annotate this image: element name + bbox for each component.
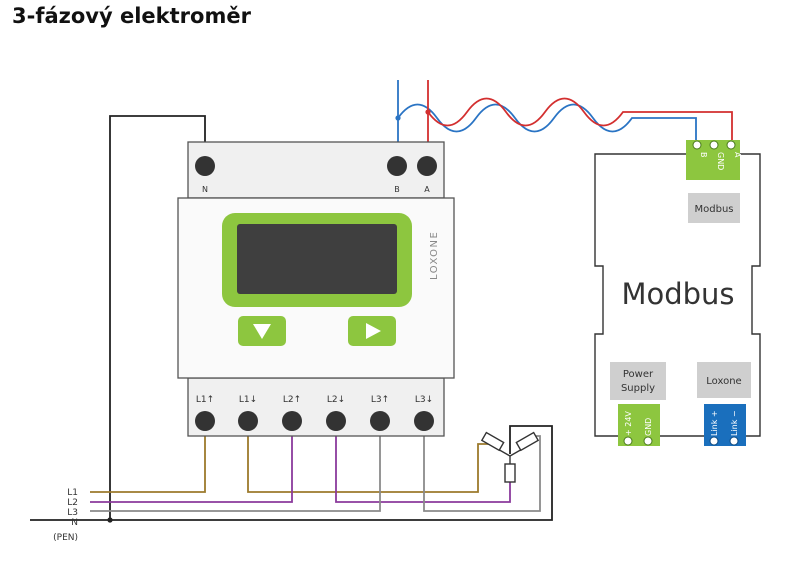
line-label-n: N	[71, 518, 78, 528]
load-star	[480, 431, 540, 483]
meter-display	[237, 224, 397, 294]
modbus-pin-a: A	[733, 152, 742, 158]
wire-l2-in	[90, 436, 293, 503]
wire-n-load	[110, 425, 553, 521]
modbus-pin-b: B	[699, 152, 708, 158]
meter-right-button[interactable]	[348, 316, 396, 346]
link-pin-plus: Link +	[710, 410, 719, 436]
modbus-connector-label: Modbus	[695, 204, 734, 215]
terminal-n	[195, 156, 215, 176]
junction-n	[107, 517, 113, 523]
terminal-l3-in	[370, 411, 390, 431]
terminal-label-b: B	[394, 185, 400, 194]
load-resistor-3	[504, 463, 516, 483]
power-pin-gnd: GND	[644, 418, 653, 436]
wire-l3-in	[90, 436, 381, 512]
terminal-l2-out	[326, 411, 346, 431]
link-pin-minus: Link −	[730, 410, 739, 436]
terminal-label-l2-out: L2↓	[327, 395, 345, 405]
terminal-a	[417, 156, 437, 176]
twisted-pair-red	[427, 97, 733, 146]
wire-l1-out	[247, 436, 490, 493]
junction-red	[425, 109, 431, 115]
page-title: 3-fázový elektroměr	[12, 4, 251, 28]
line-labels: L1 L2 L3 N (PEN)	[53, 488, 78, 543]
terminal-label-l3-out: L3↓	[415, 395, 433, 405]
power-label-line2: Supply	[621, 383, 655, 394]
terminal-label-l2-in: L2↑	[283, 395, 301, 405]
terminal-label-l1-in: L1↑	[196, 395, 214, 405]
wire-l2-out	[335, 436, 511, 503]
meter-brand: LOXONE	[429, 231, 440, 280]
terminal-label-l1-out: L1↓	[239, 395, 257, 405]
terminal-l1-in	[195, 411, 215, 431]
loxone-label: Loxone	[706, 376, 741, 387]
terminal-l3-out	[414, 411, 434, 431]
wire-n	[30, 115, 206, 521]
meter-bottom-block	[187, 377, 445, 437]
bottom-terminals: L1↑ L1↓ L2↑ L2↓ L3↑ L3↓	[195, 395, 434, 431]
terminal-l1-out	[238, 411, 258, 431]
line-label-l3: L3	[67, 508, 78, 518]
junction-blue	[395, 115, 401, 121]
load-resistor-1	[480, 431, 505, 452]
line-label-l2: L2	[67, 498, 78, 508]
triangle-down-icon	[253, 324, 271, 339]
twisted-pair-blue	[397, 103, 697, 146]
terminal-label-n: N	[202, 185, 208, 194]
wire-l1-in	[90, 436, 206, 493]
terminal-label-a: A	[424, 185, 430, 194]
line-label-pen: (PEN)	[53, 533, 78, 543]
line-label-l1: L1	[67, 488, 78, 498]
modbus-extension: B GND A Modbus Modbus Power Supply + 24V…	[594, 140, 761, 446]
modbus-connector-label-box	[688, 193, 740, 223]
terminal-label-l3-in: L3↑	[371, 395, 389, 405]
power-pin-24v: + 24V	[624, 411, 633, 436]
terminal-b	[387, 156, 407, 176]
power-label-box	[610, 362, 666, 400]
modbus-pin-gnd: GND	[716, 152, 725, 170]
loxone-label-box	[697, 362, 751, 398]
energy-meter: N B A LOXONE L1↑ L1↓ L2↑ L2↓ L3↑	[177, 141, 455, 437]
meter-down-button[interactable]	[238, 316, 286, 346]
modbus-title: Modbus	[621, 277, 734, 311]
power-label-line1: Power	[623, 369, 654, 380]
terminal-l2-in	[282, 411, 302, 431]
triangle-right-icon	[366, 323, 381, 339]
load-resistor-2	[515, 431, 540, 452]
